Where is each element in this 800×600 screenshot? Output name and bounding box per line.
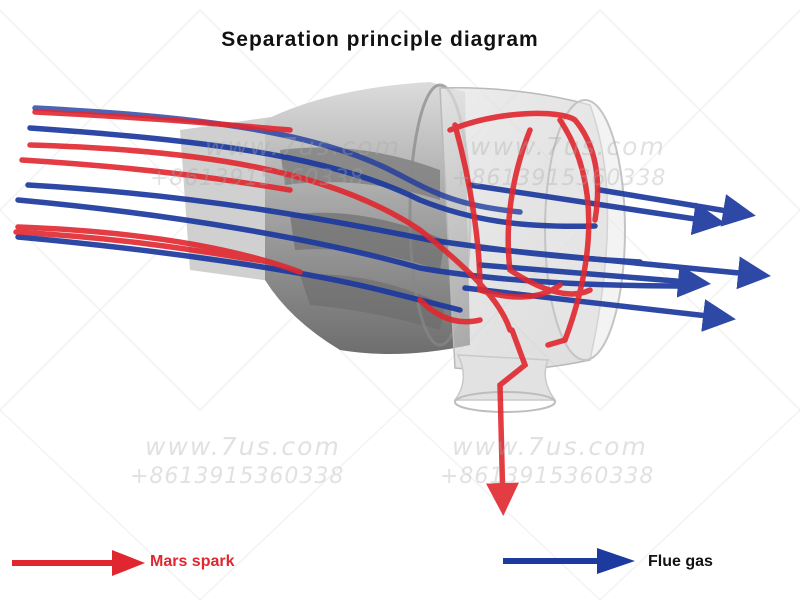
flue-gas-stream	[32, 105, 523, 215]
watermark-site: www.7us.com	[145, 432, 341, 461]
mars-spark-loop	[447, 110, 601, 223]
diagram-title: Separation principle diagram	[221, 28, 539, 51]
legend-mars-spark-arrow	[12, 550, 145, 576]
flue-gas-exit	[477, 262, 711, 298]
watermark-site: www.7us.com	[470, 132, 666, 161]
mars-spark-loop	[452, 122, 563, 300]
swirl-vane-middle	[290, 212, 445, 270]
bottom-discharge-opening	[454, 391, 556, 413]
swirl-vane-bottom	[300, 274, 445, 330]
mars-spark-discharge	[485, 327, 529, 516]
mars-spark-loop	[417, 297, 483, 325]
mars-spark-loop	[505, 127, 593, 297]
mars-spark-loop	[545, 117, 592, 348]
watermark-phone: +8613915360338	[440, 464, 655, 489]
watermark-phone: +8613915360338	[150, 166, 365, 191]
watermark-site: www.7us.com	[452, 432, 648, 461]
mars-spark-stream	[19, 157, 293, 193]
red-arrow-icon	[112, 550, 145, 576]
legend-flue-gas-label: Flue gas	[648, 553, 713, 570]
blue-arrow-icon	[597, 548, 635, 574]
flue-gas-exit	[462, 285, 736, 332]
mars-spark-stream	[15, 224, 303, 275]
watermark-phone: +8613915360338	[130, 464, 345, 489]
flue-gas-stream	[15, 197, 693, 289]
legend-flue-gas-arrow	[503, 548, 635, 574]
flue-gas-exit	[477, 245, 771, 290]
separator-body	[180, 82, 626, 413]
watermark-site: www.7us.com	[205, 132, 401, 161]
flue-gas-streams	[15, 105, 771, 332]
mars-spark-streams	[13, 109, 601, 516]
legend-mars-spark-label: Mars spark	[150, 553, 235, 570]
mars-spark-stream	[32, 109, 293, 133]
mars-spark-stream	[13, 229, 273, 265]
flue-gas-stream	[15, 234, 463, 313]
flue-gas-stream	[27, 125, 598, 230]
watermark-phone: +8613915360338	[452, 166, 667, 191]
